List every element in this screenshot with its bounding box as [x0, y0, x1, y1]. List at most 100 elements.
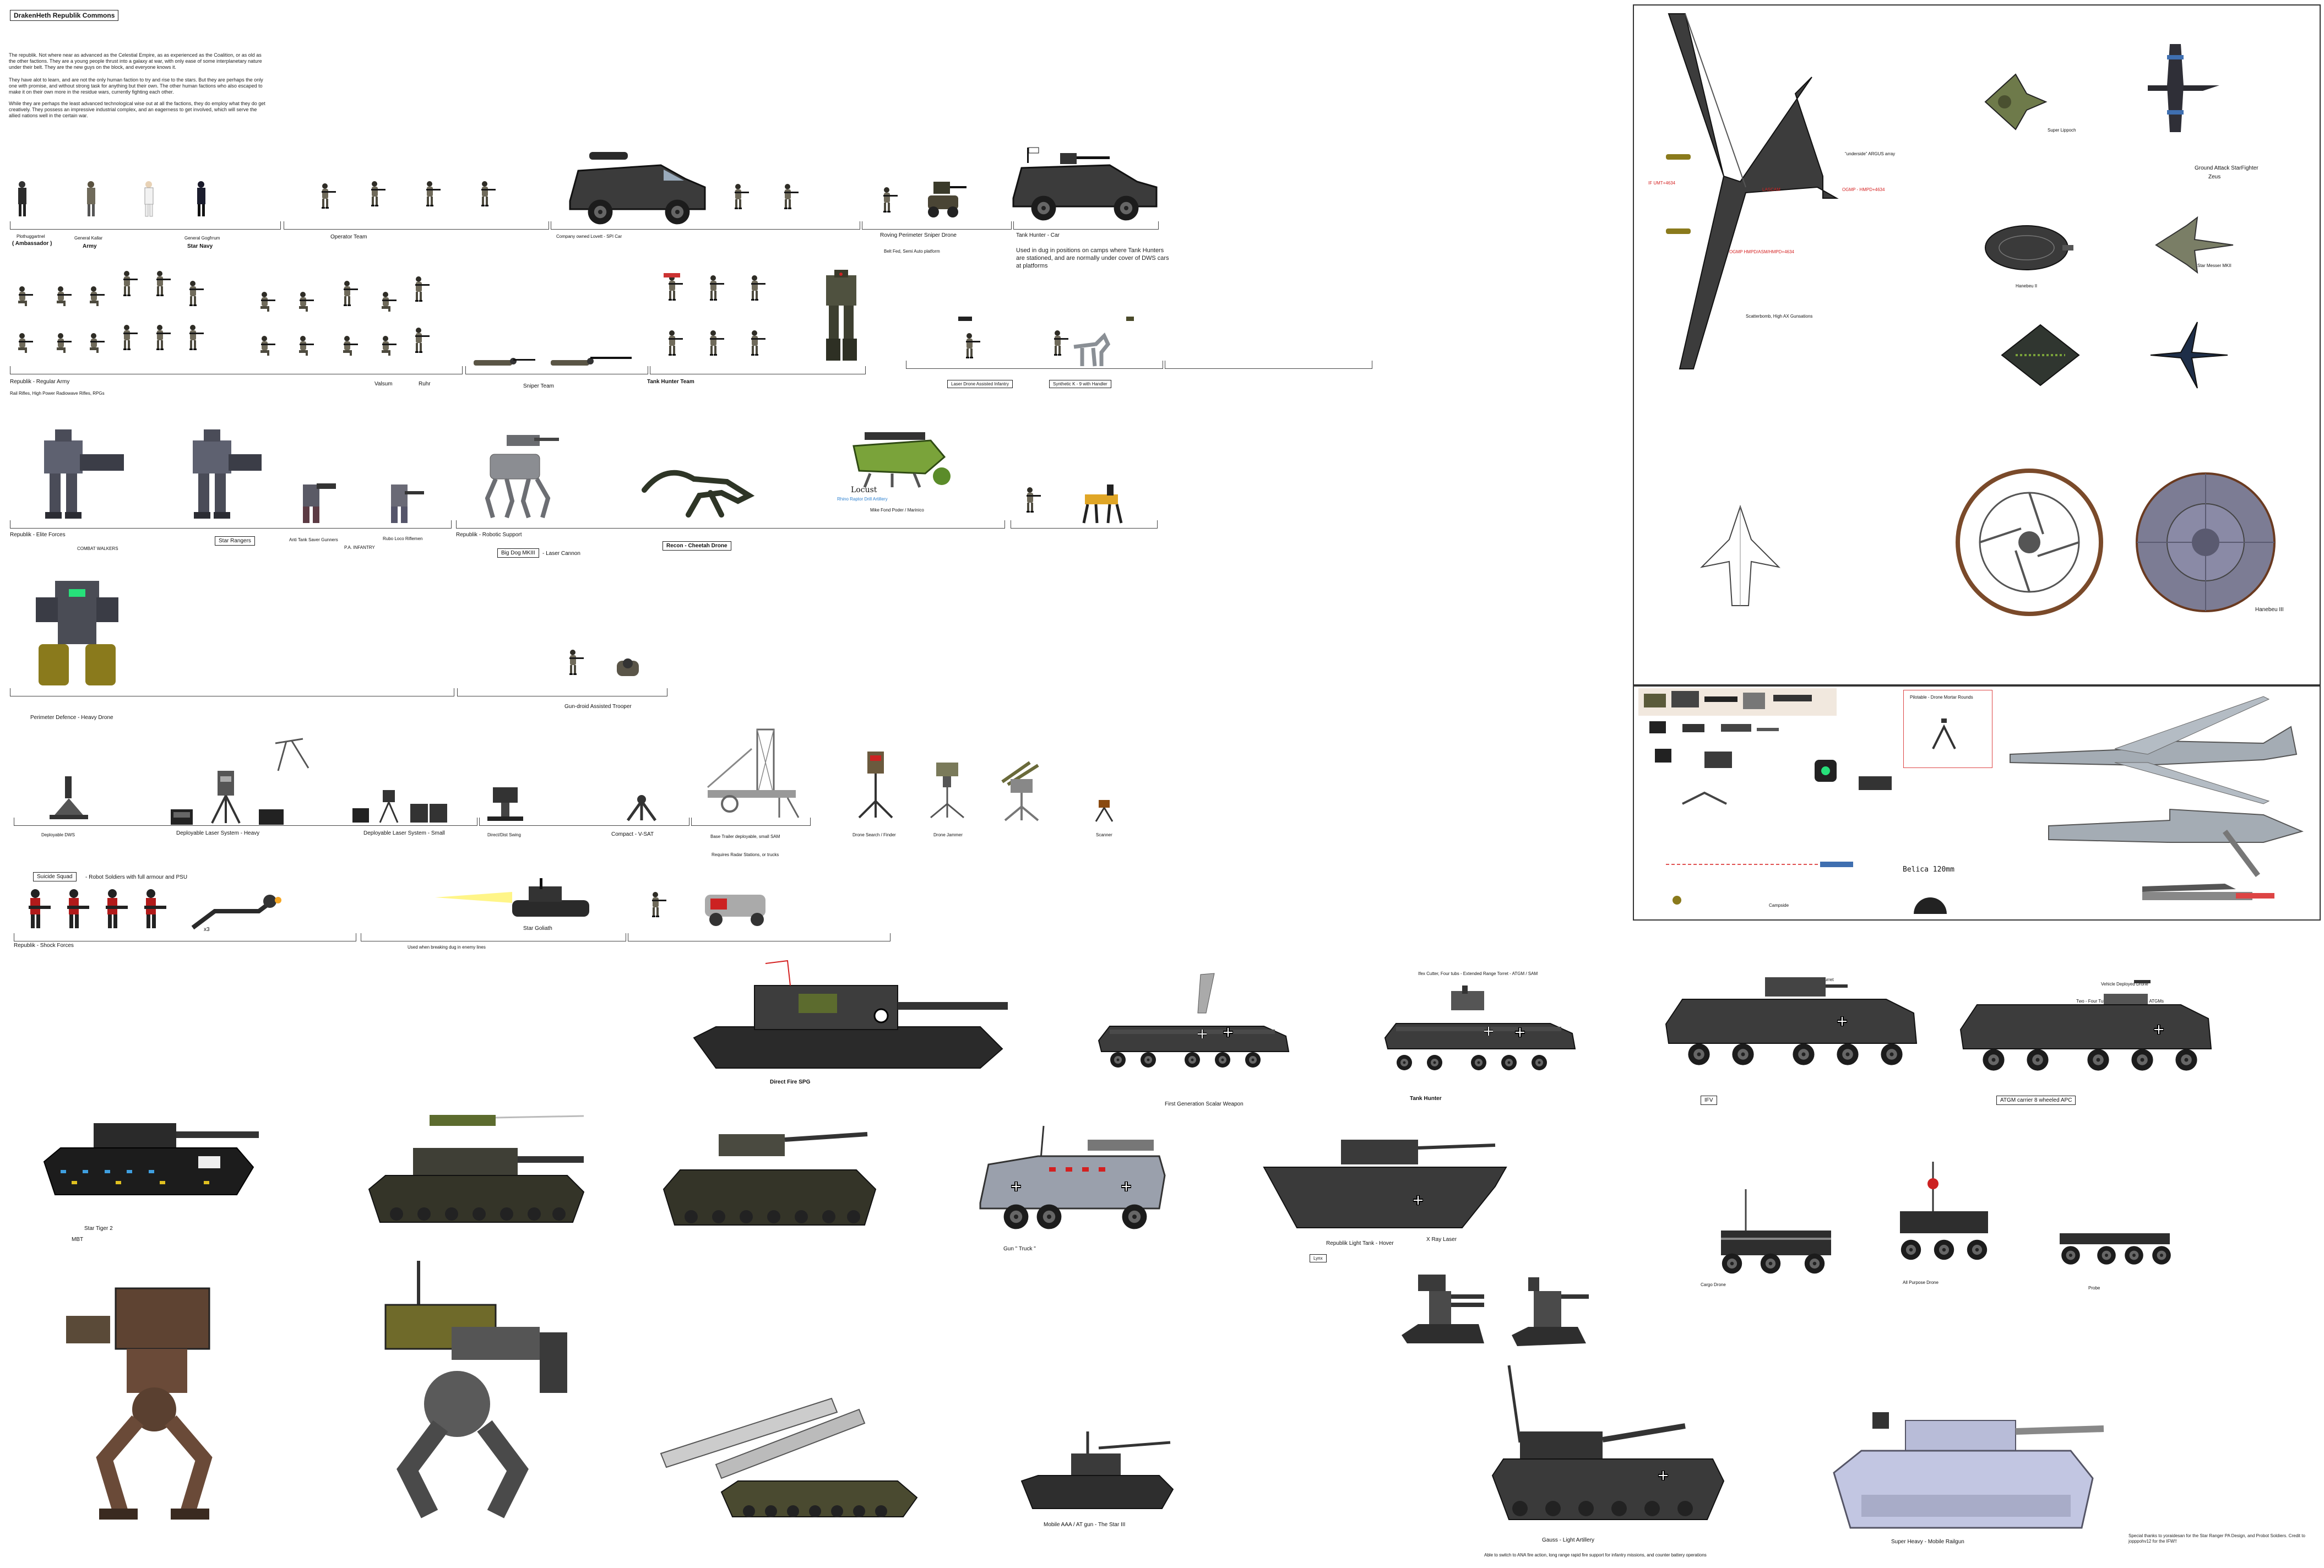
officer-label-army: Army: [83, 243, 97, 249]
probe-label: Probe: [2088, 1286, 2100, 1291]
bracket-car: [551, 221, 860, 230]
tank-hunter-team-figures: [664, 273, 765, 356]
laser-small-figure: [352, 790, 447, 823]
locust-blue-label: Rhino Raptor Drill Artillery: [837, 497, 888, 502]
officer-label-ambassador-role: ( Ambassador ): [12, 241, 52, 247]
compact-vsat-label: Compact - V-SAT: [611, 831, 654, 837]
atgm-carrier-figure: [1959, 980, 2212, 1071]
super-heavy-label: Super Heavy - Mobile Railgun: [1891, 1539, 1964, 1545]
shock-support-figures: [652, 892, 765, 926]
rubo-loco-label: Rubo Loco Riflemen: [383, 536, 423, 541]
direct-fire-label: Direct Fire SPG: [770, 1079, 811, 1085]
gun-droid-figures: [569, 650, 639, 676]
star-tiger-label: Star Tiger 2: [84, 1226, 113, 1232]
hanebeu-ii-figure: [1985, 225, 2073, 270]
locust-figure: [853, 432, 951, 488]
laser-heavy-label: Deployable Laser System - Heavy: [176, 830, 260, 836]
first-gen-label: First Generation Scalar Weapon: [1165, 1101, 1244, 1107]
dws-label: Deployable DWS: [41, 832, 75, 837]
rocket-launcher-tank-figure: [660, 1397, 918, 1517]
gun-truck-label: Gun " Truck ": [1003, 1246, 1036, 1252]
star-tiger-figure: [43, 1123, 259, 1195]
atgm-top-label-1: Vehicle Deployed Drone: [2101, 982, 2148, 987]
ground-attack-figure: [2148, 44, 2219, 132]
ruhr-label: Ruhr: [419, 381, 431, 387]
hanebeu-iii-figure: [2136, 472, 2276, 612]
gauss-label: Gauss - Light Artillery: [1542, 1537, 1595, 1543]
perimeter-drone-figure: [36, 581, 118, 685]
scalar-weapon-figure: [1096, 973, 1294, 1068]
locust-label: Locust: [851, 486, 877, 494]
direct-dist-label: Direct/Dist Swing: [487, 832, 521, 837]
heavy-walker-olive-figure: [384, 1261, 567, 1518]
ifv-label: IFV: [1701, 1096, 1717, 1105]
tank-hunter-top-label: Ifex Cutter, Four tubs - Extended Range …: [1418, 971, 1538, 976]
combat-walkers-label: COMBAT WALKERS: [77, 546, 118, 551]
synthetic-k9-label: Synthetic K - 9 with Handler: [1049, 380, 1111, 388]
lynx-label: Lynx: [1310, 1254, 1327, 1262]
star-goliath-figure: [435, 878, 589, 917]
bracket-shock-forces: [14, 933, 356, 941]
regular-army-label: Republik - Regular Army: [10, 379, 70, 385]
bracket-sniper-team: [465, 366, 648, 374]
intro-paragraph-3: While they are perhaps the least advance…: [9, 101, 265, 118]
cargo-drone-label: Cargo Drone: [1701, 1282, 1726, 1287]
super-lippoch-figure: [1984, 73, 2048, 130]
gun-droid-label: Gun-droid Assisted Trooper: [564, 704, 632, 710]
tank-hunter-team-label: Tank Hunter Team: [647, 379, 694, 385]
bracket-drone-infantry: [906, 361, 1163, 369]
light-tank-label: Republik Light Tank - Hover: [1326, 1240, 1394, 1246]
mobile-aaa-figure: [1020, 1431, 1174, 1509]
credits-text: Special thanks to yoraidesan for the Sta…: [2128, 1533, 2305, 1544]
bracket-perimeter: [10, 688, 454, 696]
elite-forces-figures: [44, 429, 262, 519]
atgm-label: ATGM carrier 8 wheeled APC: [1996, 1096, 2076, 1105]
recon-label: Recon - Cheetah Drone: [663, 541, 731, 551]
bracket-elite-forces: [10, 520, 452, 529]
dws-figure: [50, 776, 88, 819]
equipment-frame: [1633, 684, 2321, 921]
super-heavy-railgun-figure: [1833, 1412, 2104, 1529]
drone-jammer-label: Drone Jammer: [933, 832, 963, 837]
gun-truck-figure: [979, 1125, 1166, 1229]
scanner-figure: [1095, 800, 1114, 822]
equipment-items: [1638, 688, 1947, 914]
bracket-regular-army: [10, 366, 463, 374]
base-trailer-sublabel: Requires Radar Stations, or trucks: [712, 852, 779, 857]
all-purpose-label: All Purpose Drone: [1903, 1280, 1939, 1285]
tank-hunter-car-figure: [1012, 147, 1158, 221]
hanebeu-ii-label: Hanebeu II: [2016, 284, 2038, 288]
car-crew-figures: [735, 184, 799, 209]
wing-red-label-3: OGMP - HMPD+4634: [1842, 187, 1885, 192]
valsum-label: Valsum: [374, 381, 393, 387]
bracket-deployables: [14, 818, 477, 826]
tank-hunter-label: Tank Hunter: [1410, 1096, 1442, 1102]
big-dog-figure: [485, 435, 559, 519]
spi-car-figure: [569, 152, 706, 225]
bracket-recon-dog: [1011, 520, 1158, 529]
pa-infantry-label: P.A. INFANTRY: [344, 545, 375, 550]
tank-hunter-car-description: Used in dug in positions on camps where …: [1016, 247, 1169, 269]
bracket-empty: [1165, 361, 1372, 369]
gauss-artillery-figure: [1491, 1365, 1725, 1520]
goliath-sublabel: Used when breaking dug in enemy lines: [408, 945, 486, 950]
officer-label-ambassador: Plothuggartnel: [17, 234, 45, 239]
sniper-team-label: Sniper Team: [523, 383, 554, 389]
pa-infantry-figures: [303, 483, 424, 523]
compact-vsat-figure: [626, 795, 657, 821]
belica-label: Belica 120mm: [1903, 865, 1954, 874]
shock-forces-figures: [29, 889, 281, 930]
drone-mortar-figure: [1932, 718, 1956, 749]
bracket-deployables-2: [479, 818, 689, 826]
anti-tank-label: Anti Tank Saver Gunners: [289, 537, 338, 542]
base-trailer-figure: [707, 728, 800, 818]
bracket-robotic-support: [456, 520, 1005, 529]
air-frame: [1633, 4, 2321, 687]
pilotable-label: Pilotable - Drone Mortar Rounds: [1910, 695, 1973, 700]
drone-search-figure: [858, 752, 893, 819]
officer-label-navy: Star Navy: [187, 243, 213, 249]
laser-small-label: Deployable Laser System - Small: [363, 830, 445, 836]
wing-red-label-4: OGMP HMPD/ASM/HMPD+4634: [1729, 249, 1794, 254]
locust-sublabel: Mike Fond Poder / Marinico: [870, 508, 924, 513]
probe-figure: [2060, 1233, 2171, 1265]
